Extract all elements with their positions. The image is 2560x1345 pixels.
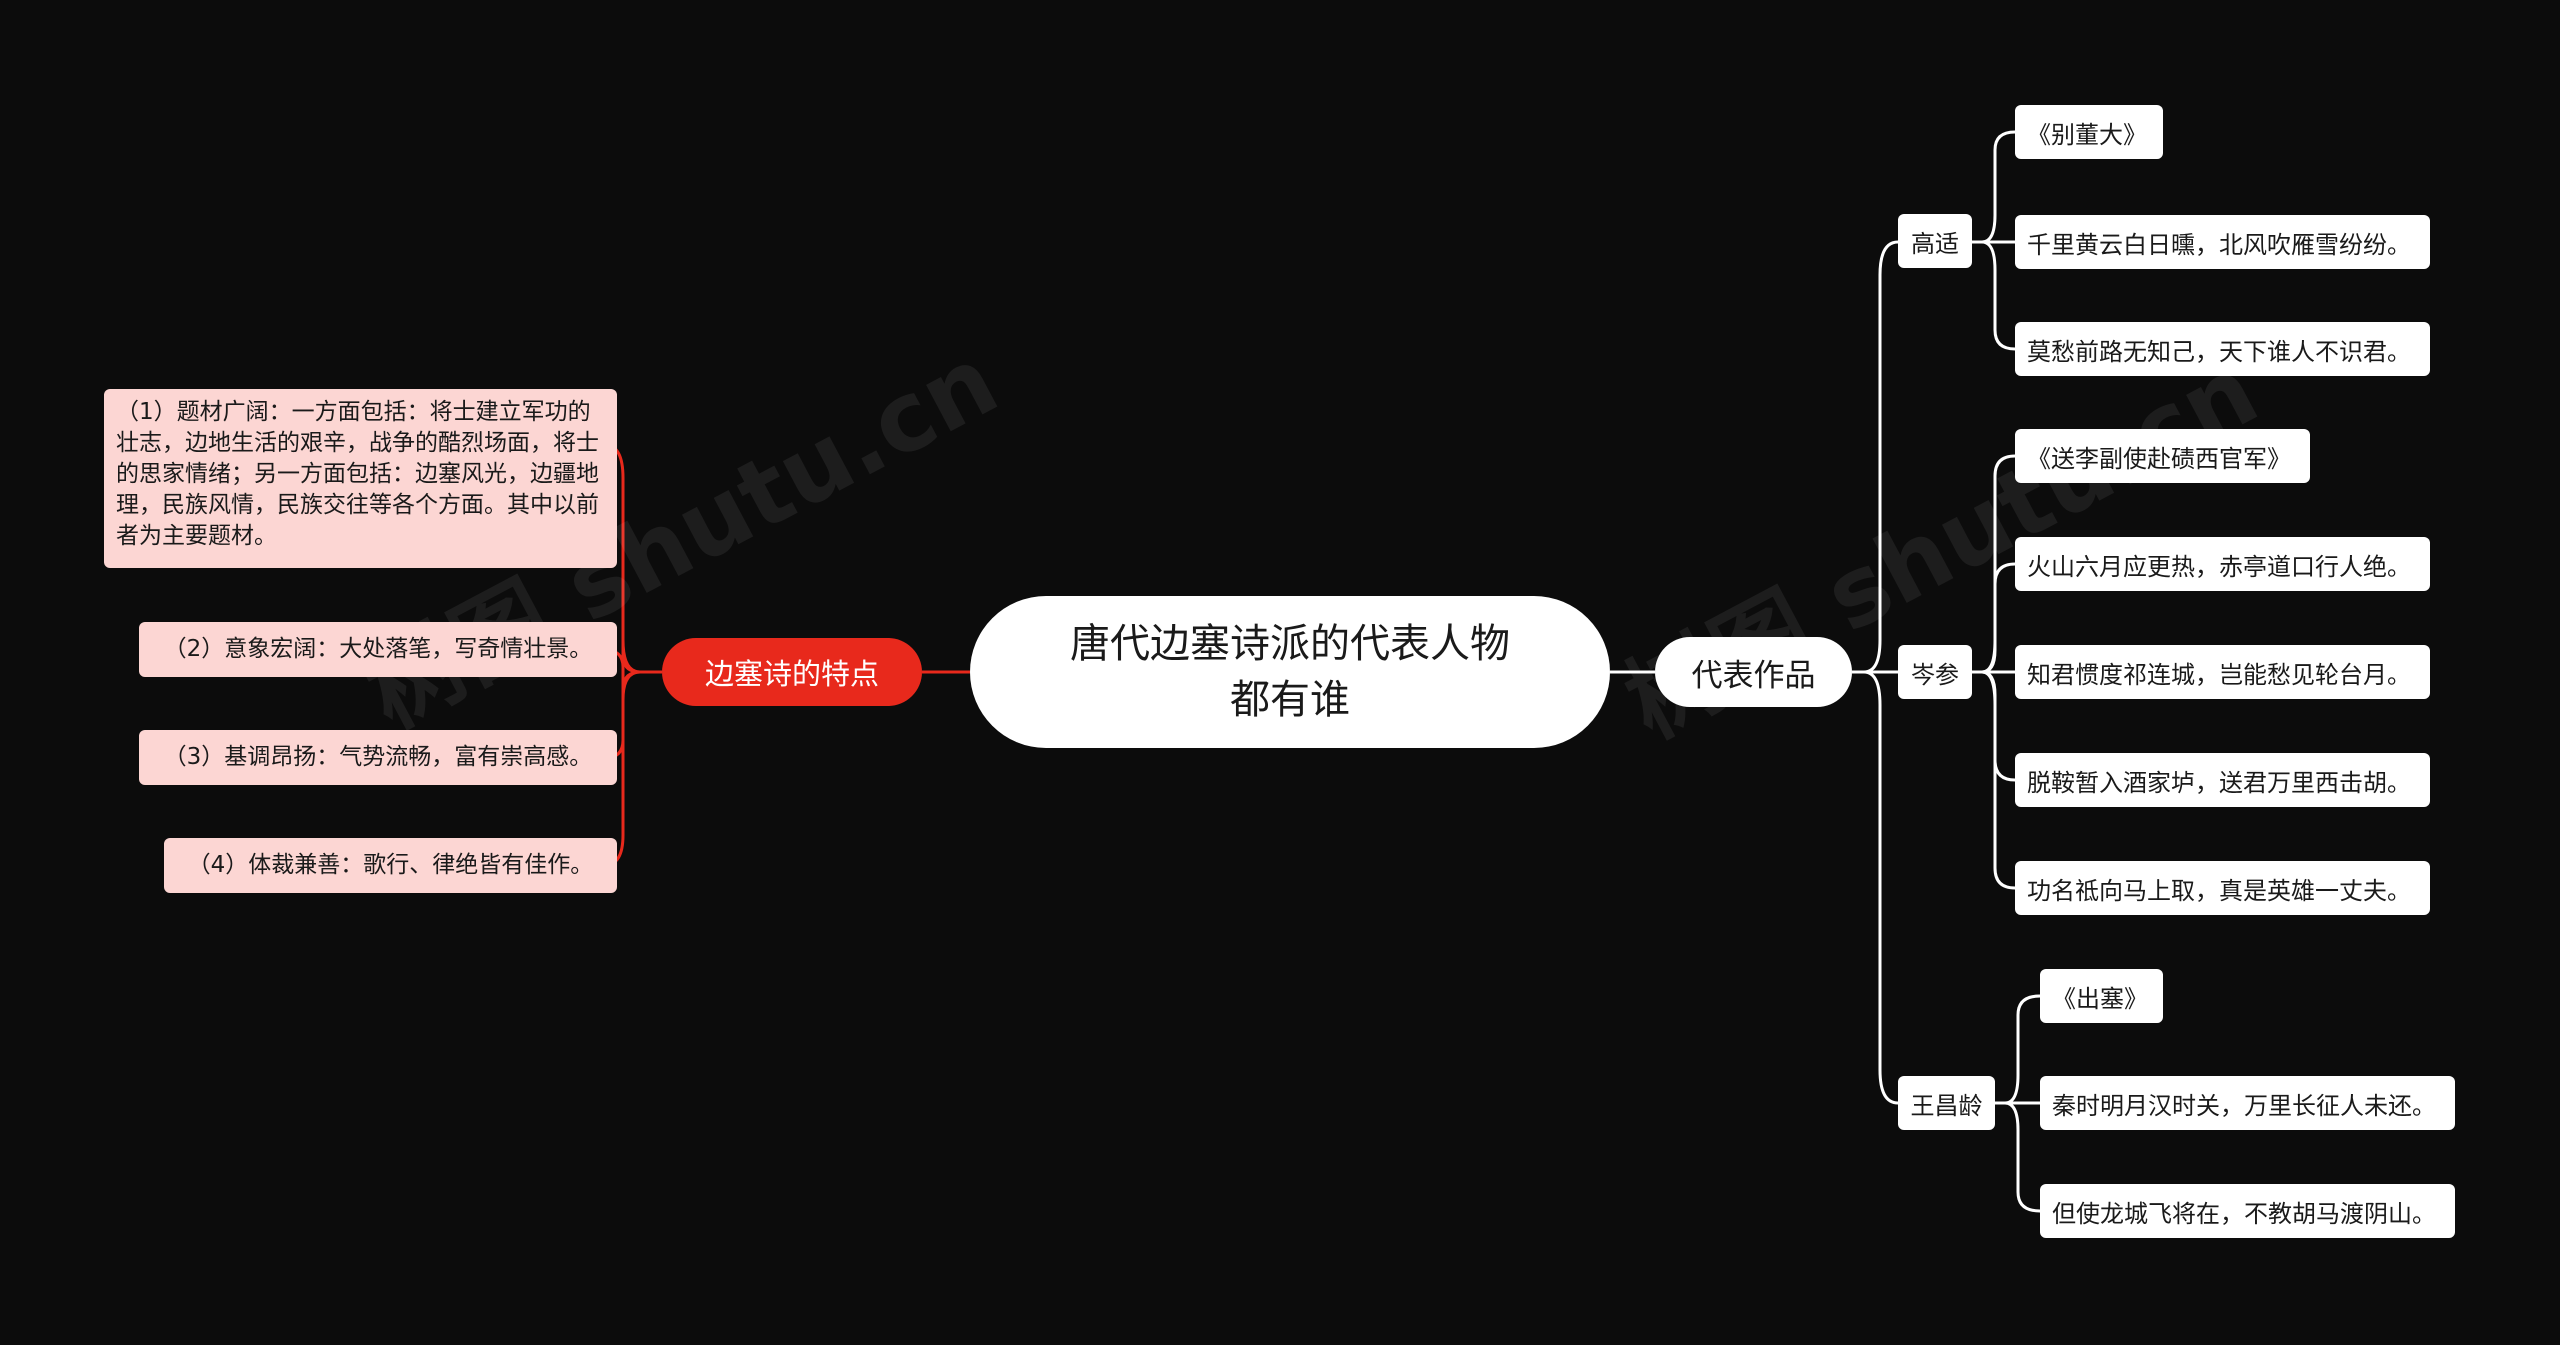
poet-gaoshi[interactable]: 高适 — [1898, 214, 1972, 268]
poet-censhen[interactable]: 岑参 — [1898, 645, 1972, 699]
branch-features[interactable]: 边塞诗的特点 — [662, 638, 922, 706]
work-item[interactable]: 《别董大》 — [2015, 105, 2163, 159]
work-item[interactable]: 莫愁前路无知己，天下谁人不识君。 — [2015, 322, 2430, 376]
work-item[interactable]: 《送李副使赴碛西官军》 — [2015, 429, 2310, 483]
branch-works-label: 代表作品 — [1691, 657, 1816, 694]
link-gaoshi-work1 — [1972, 130, 2016, 244]
central-topic-title: 唐代边塞诗派的代表人物 都有谁 — [1070, 621, 1510, 723]
link-gaoshi-work3 — [1972, 240, 2016, 351]
poet-name: 高适 — [1911, 229, 1959, 258]
link-wangchangling-work1 — [1995, 994, 2041, 1105]
link-censhen-work5 — [1972, 670, 2016, 890]
feature-item-1[interactable]: （1）题材广阔：一方面包括：将士建立军功的壮志，边地生活的艰辛，战争的酷烈场面，… — [104, 389, 617, 568]
feature-item-text: （2）意象宏阔：大处落笔，写奇情壮景。 — [163, 636, 593, 662]
work-item[interactable]: 《出塞》 — [2040, 969, 2163, 1023]
work-item[interactable]: 功名祗向马上取，真是英雄一丈夫。 — [2015, 861, 2430, 915]
feature-item-text: （4）体裁兼善：歌行、律绝皆有佳作。 — [187, 852, 594, 878]
feature-item-2[interactable]: （2）意象宏阔：大处落笔，写奇情壮景。 — [139, 622, 617, 677]
poet-name: 王昌龄 — [1910, 1091, 1983, 1120]
feature-item-text: （3）基调昂扬：气势流畅，富有崇高感。 — [163, 744, 593, 770]
feature-item-3[interactable]: （3）基调昂扬：气势流畅，富有崇高感。 — [139, 730, 617, 785]
branch-works[interactable]: 代表作品 — [1655, 637, 1852, 707]
branch-features-label: 边塞诗的特点 — [704, 657, 879, 691]
work-item[interactable]: 知君惯度祁连城，岂能愁见轮台月。 — [2015, 645, 2430, 699]
poet-name: 岑参 — [1911, 660, 1959, 689]
work-item[interactable]: 秦时明月汉时关，万里长征人未还。 — [2040, 1076, 2455, 1130]
link-wangchangling-work3 — [1995, 1101, 2041, 1213]
link-works-poet-gaoshi — [1852, 240, 1899, 674]
feature-item-text: （1）题材广阔：一方面包括：将士建立军功的壮志，边地生活的艰辛，战争的酷烈场面，… — [116, 399, 599, 549]
link-works-poet-wangchangling — [1852, 670, 1899, 1105]
work-item[interactable]: 火山六月应更热，赤亭道口行人绝。 — [2015, 537, 2430, 591]
work-item[interactable]: 脱鞍暂入酒家垆，送君万里西击胡。 — [2015, 753, 2430, 807]
work-item[interactable]: 但使龙城飞将在，不教胡马渡阴山。 — [2040, 1184, 2455, 1238]
poet-wangchangling[interactable]: 王昌龄 — [1898, 1076, 1995, 1130]
feature-item-4[interactable]: （4）体裁兼善：歌行、律绝皆有佳作。 — [164, 838, 617, 893]
work-item[interactable]: 千里黄云白日曛，北风吹雁雪纷纷。 — [2015, 215, 2430, 269]
central-topic[interactable]: 唐代边塞诗派的代表人物 都有谁 — [970, 596, 1610, 748]
